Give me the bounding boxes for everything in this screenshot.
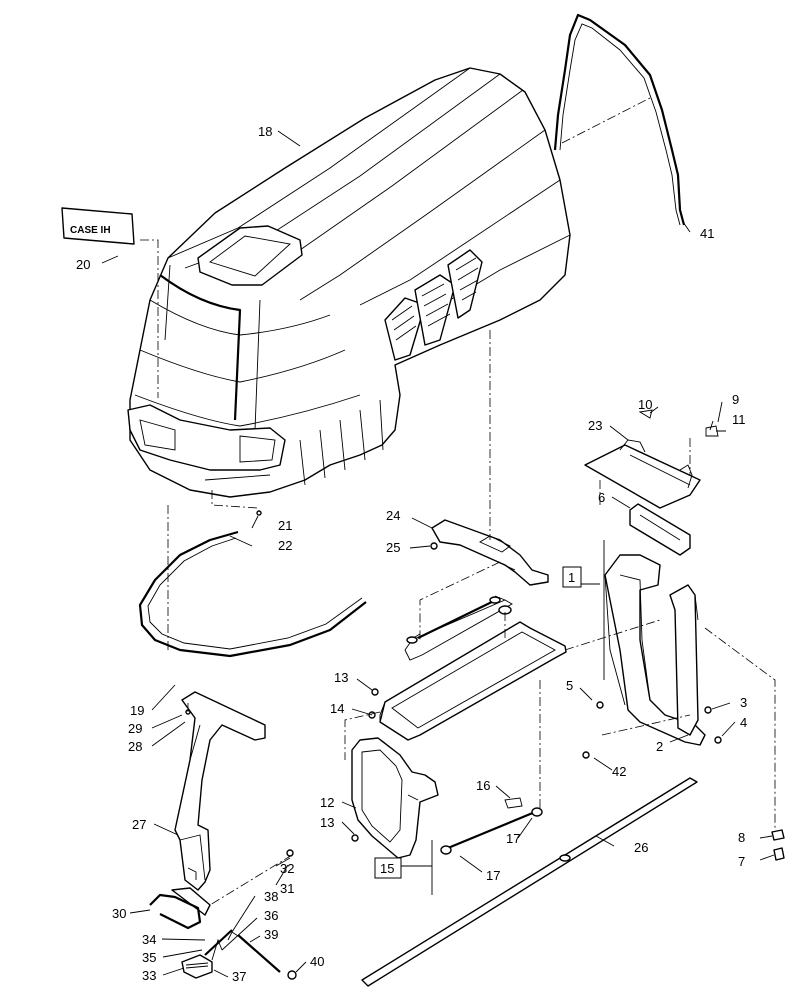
callout-32: 32 xyxy=(280,861,294,876)
callout-31: 31 xyxy=(280,881,294,896)
seal-strip-part[interactable] xyxy=(553,13,686,226)
callout-19: 19 xyxy=(130,703,144,718)
callout-17b: 17 xyxy=(486,868,500,883)
callout-24: 24 xyxy=(386,508,400,523)
callout-labels: 18 20 41 10 9 11 23 6 24 25 21 22 5 3 4 … xyxy=(76,124,747,984)
prop-stand-part[interactable] xyxy=(171,691,266,916)
callout-42: 42 xyxy=(612,764,626,779)
callout-9: 9 xyxy=(732,392,739,407)
callout-17a: 17 xyxy=(506,831,520,846)
handle-part[interactable] xyxy=(149,893,202,930)
assembly-lines xyxy=(140,97,776,906)
callout-1: 1 xyxy=(568,570,575,585)
callout-2: 2 xyxy=(656,739,663,754)
callout-10: 10 xyxy=(638,397,652,412)
callout-8: 8 xyxy=(738,830,745,845)
callout-14: 14 xyxy=(330,701,344,716)
callout-35: 35 xyxy=(142,950,156,965)
leader-lines xyxy=(101,130,775,978)
rod-part[interactable] xyxy=(361,777,698,987)
callout-22: 22 xyxy=(278,538,292,553)
hood-part[interactable] xyxy=(127,67,571,498)
front-seal-part[interactable] xyxy=(138,530,367,658)
callout-30: 30 xyxy=(112,906,126,921)
callout-12: 12 xyxy=(320,795,334,810)
callout-6: 6 xyxy=(598,490,605,505)
callout-33: 33 xyxy=(142,968,156,983)
callout-38: 38 xyxy=(264,889,278,904)
callout-5: 5 xyxy=(566,678,573,693)
callout-7: 7 xyxy=(738,854,745,869)
guard-part[interactable] xyxy=(351,737,439,859)
callout-15: 15 xyxy=(380,861,394,876)
gas-strut-lower-part[interactable] xyxy=(440,797,543,855)
callout-23: 23 xyxy=(588,418,602,433)
callout-21: 21 xyxy=(278,518,292,533)
callout-4: 4 xyxy=(740,715,747,730)
callout-40: 40 xyxy=(310,954,324,969)
fasteners xyxy=(185,409,785,861)
callout-29: 29 xyxy=(128,721,142,736)
callout-41: 41 xyxy=(700,226,714,241)
callout-20: 20 xyxy=(76,257,90,272)
decal-text: CASE IH xyxy=(70,225,111,236)
callout-27: 27 xyxy=(132,817,146,832)
callout-34: 34 xyxy=(142,932,156,947)
support-frame-part[interactable] xyxy=(604,554,706,746)
callout-28: 28 xyxy=(128,739,142,754)
callout-39: 39 xyxy=(264,927,278,942)
callout-37: 37 xyxy=(232,969,246,984)
hinge-plate-part[interactable] xyxy=(584,439,701,509)
callout-16: 16 xyxy=(476,778,490,793)
callout-13b: 13 xyxy=(320,815,334,830)
decal-part[interactable]: CASE IH xyxy=(61,207,135,245)
callout-36: 36 xyxy=(264,908,278,923)
support-plate-part[interactable] xyxy=(431,519,549,586)
callout-13a: 13 xyxy=(334,670,348,685)
callout-26: 26 xyxy=(634,840,648,855)
callout-18: 18 xyxy=(258,124,272,139)
gas-strut-upper-part[interactable] xyxy=(406,595,512,644)
callout-box-1: 1 xyxy=(562,566,582,588)
callout-3: 3 xyxy=(740,695,747,710)
callout-box-15: 15 xyxy=(374,857,402,879)
callout-25: 25 xyxy=(386,540,400,555)
rail-frame-part[interactable] xyxy=(379,599,567,741)
latch-bracket-part[interactable] xyxy=(629,503,691,556)
latch-assembly-part[interactable] xyxy=(181,929,297,980)
callout-11: 11 xyxy=(732,412,746,427)
